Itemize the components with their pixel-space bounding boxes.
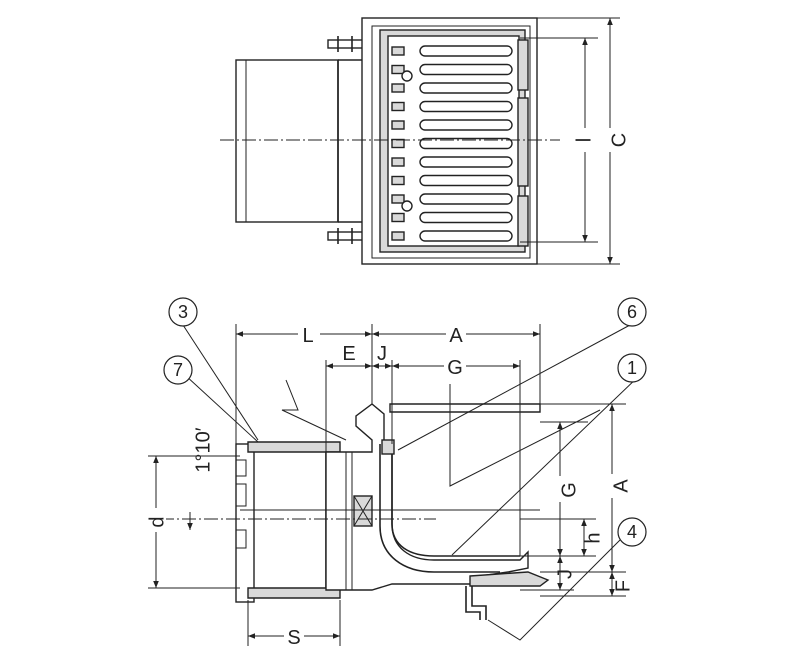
- dim-label-J-side: J: [554, 569, 576, 579]
- grating-tab: [391, 194, 405, 204]
- dim-label-C: C: [608, 133, 630, 147]
- trap-body: [325, 403, 550, 620]
- dimension-d: d: [146, 455, 240, 589]
- dim-label-E: E: [342, 343, 355, 365]
- dim-label-G-side: G: [558, 482, 580, 498]
- dim-label-h: h: [582, 532, 604, 543]
- grating-tab: [391, 120, 405, 130]
- callout-3: 3: [168, 297, 198, 327]
- dimension-E: E: [325, 343, 372, 452]
- dimension-C: C: [537, 17, 630, 265]
- dim-label-A-top: A: [449, 325, 463, 347]
- section-view: L E J A G A: [146, 297, 647, 649]
- slope-label: 1°10′: [192, 427, 214, 472]
- grating-tab: [391, 46, 405, 56]
- bolt-top-upper: [327, 36, 365, 52]
- dimension-G-top: G: [392, 354, 521, 556]
- grating-tab: [391, 83, 405, 93]
- pipe-socket-top: [235, 59, 362, 223]
- grating-tab: [391, 175, 405, 186]
- grating-slot: [419, 174, 513, 187]
- grating-slot: [419, 45, 513, 57]
- dim-label-J-top: J: [377, 343, 387, 365]
- dim-label-d: d: [146, 516, 168, 527]
- dim-label-S: S: [287, 627, 300, 649]
- dimension-F: F: [540, 572, 634, 597]
- grating-tab: [391, 64, 405, 75]
- dimension-J-side: J: [520, 556, 576, 591]
- svg-text:1: 1: [627, 358, 637, 378]
- leader-lines: [182, 324, 641, 641]
- svg-text:6: 6: [627, 302, 637, 322]
- grating-slot: [419, 193, 513, 205]
- callout-7: 7: [163, 355, 193, 385]
- dimension-S: S: [247, 600, 341, 649]
- grating-tab: [391, 138, 405, 149]
- grating-slot: [419, 156, 513, 168]
- top-view: C l: [220, 17, 630, 265]
- grating-slot: [419, 63, 513, 76]
- dim-label-F: F: [612, 580, 634, 592]
- dimension-L: L: [235, 322, 373, 444]
- dimension-J-top: J: [372, 343, 393, 444]
- pipe-section: [235, 441, 341, 603]
- callout-1: 1: [617, 353, 647, 383]
- frame-lugs: [401, 39, 529, 247]
- dim-label-L: L: [302, 325, 313, 347]
- callout-4: 4: [617, 517, 647, 547]
- grating-tab: [391, 101, 405, 112]
- svg-text:7: 7: [173, 360, 183, 380]
- dimension-h: h: [520, 518, 604, 557]
- bolt-top-lower: [327, 228, 365, 244]
- grating-tab: [391, 231, 405, 241]
- grating-slot: [419, 137, 513, 150]
- grating-slots: [391, 45, 513, 242]
- grating-slot: [419, 230, 513, 242]
- dim-label-l: l: [573, 138, 595, 142]
- dim-label-A-side: A: [610, 479, 632, 493]
- grating-slot: [419, 100, 513, 113]
- dimension-G-side: G: [540, 421, 588, 556]
- grating-slot: [419, 211, 513, 224]
- callout-6: 6: [617, 297, 647, 327]
- grating-slot: [419, 82, 513, 94]
- svg-text:4: 4: [627, 522, 637, 542]
- slope-annotation: 1°10′: [187, 427, 214, 530]
- grating-tab: [391, 212, 405, 223]
- svg-text:3: 3: [178, 302, 188, 322]
- dimension-l: l: [520, 37, 598, 243]
- grating-tab: [391, 157, 405, 167]
- dim-label-G-top: G: [447, 357, 463, 379]
- dimension-A-top: A: [372, 322, 541, 404]
- grating-slot: [419, 119, 513, 131]
